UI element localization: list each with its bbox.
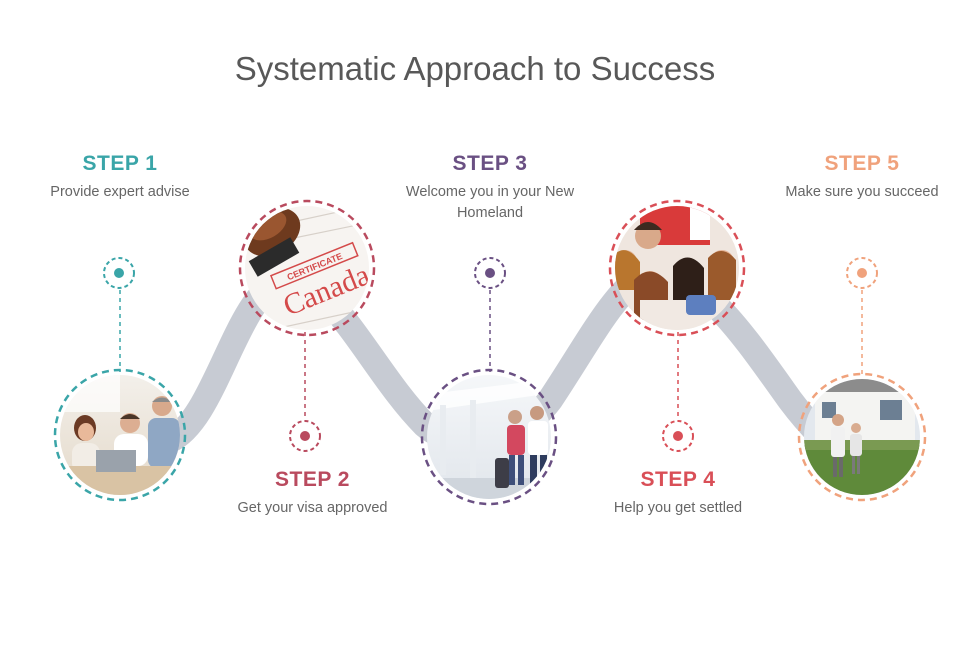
consultation-photo <box>53 368 187 502</box>
page-title: Systematic Approach to Success <box>234 50 716 87</box>
step-3-desc: Welcome you in your New Homeland <box>405 184 575 221</box>
step-4: STEP 4 Help you get settled <box>578 468 778 519</box>
friends-flag-photo <box>608 199 746 337</box>
marker-step5 <box>846 257 878 289</box>
step-5-label: STEP 5 <box>824 152 900 175</box>
step-1-label: STEP 1 <box>82 152 158 175</box>
step-1-desc: Provide expert advise <box>50 184 190 200</box>
step-2-label: STEP 2 <box>275 468 350 491</box>
step-2: STEP 2 Get your visa approved <box>205 468 420 519</box>
marker-step3 <box>474 257 506 289</box>
marker-step2 <box>289 420 321 452</box>
step-4-label: STEP 4 <box>640 468 716 491</box>
marker-step4 <box>662 420 694 452</box>
airport-travel-photo <box>420 368 558 506</box>
step-1: STEP 1 Provide expert advise <box>20 152 220 203</box>
step-3-label: STEP 3 <box>452 152 528 175</box>
family-house-photo <box>797 372 927 502</box>
step-5: STEP 5 Make sure you succeed <box>762 152 962 203</box>
step-2-desc: Get your visa approved <box>237 500 388 516</box>
step-3: STEP 3 Welcome you in your New Homeland <box>385 152 595 224</box>
marker-step1 <box>103 257 135 289</box>
step-4-desc: Help you get settled <box>613 500 743 516</box>
step-5-desc: Make sure you succeed <box>785 184 939 200</box>
